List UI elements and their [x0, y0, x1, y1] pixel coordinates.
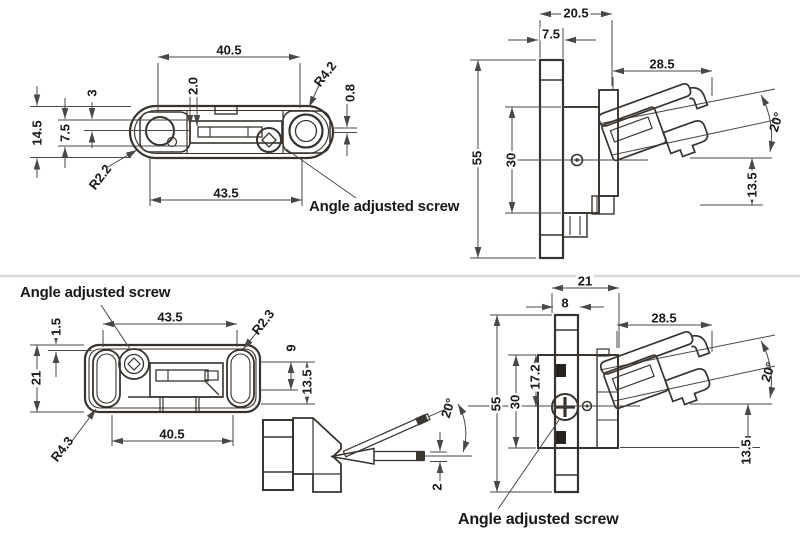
dim-body-height-upper: 30: [503, 150, 519, 170]
dim-top-length: 40.5: [214, 42, 244, 58]
dim-clip-length-upper: 28.5: [647, 56, 677, 72]
dim-bar-thickness: 2.0: [185, 74, 201, 98]
dim-edge-offset-bl: 1.5: [48, 315, 64, 339]
dim-overall-height-bl: 21: [28, 368, 44, 388]
dim-plate-thickness-lower: 8: [559, 295, 571, 311]
angle-screw-bottom-view: [118, 348, 150, 380]
dim-top-length-bl: 43.5: [155, 309, 185, 325]
dim-probe-thickness: 2: [429, 481, 445, 493]
angle-screw-callout-bottom-side: Angle adjusted screw: [458, 511, 619, 528]
dim-plate-width-upper: 20.5: [561, 5, 591, 21]
bottom-plan-view-drawing: [83, 343, 262, 414]
dim-plate-height-lower: 55: [488, 394, 504, 414]
dim-clip-offset-lower: 13.5: [738, 437, 754, 467]
dim-clip-length-lower: 28.5: [649, 310, 679, 326]
dim-gap: 3: [84, 87, 100, 99]
dim-slot-height-bl: 9: [283, 342, 299, 354]
dim-slot-height: 7.5: [57, 121, 73, 145]
probe-side-view-drawing: [262, 408, 450, 493]
sensor-clip-lower: [599, 330, 711, 410]
sensor-clip: [597, 82, 709, 162]
dim-body-height-lower: 30: [507, 392, 523, 412]
angle-screw-callout-bottom-plan: Angle adjusted screw: [20, 284, 171, 301]
dim-plate-width-lower: 21: [575, 273, 595, 289]
lower-side-view-drawing: [468, 313, 776, 494]
dim-bottom-length: 43.5: [211, 185, 241, 201]
dim-slot-depth-bl: 13.5: [299, 367, 315, 397]
dim-bottom-length-bl: 40.5: [157, 426, 187, 442]
dim-clip-offset-upper: 13.5: [744, 170, 760, 200]
upper-side-view-drawing: [516, 58, 776, 260]
dim-screw-offset-lower: 17.2: [527, 362, 543, 392]
dim-plate-thickness-upper: 7.5: [539, 26, 563, 42]
angle-screw-top-view: [256, 127, 282, 153]
dim-overall-height: 14.5: [29, 118, 45, 148]
tilted-probe: [342, 408, 448, 458]
upper-side-view-dimensions: [470, 10, 776, 259]
angle-screw-phillips: [551, 393, 579, 421]
angle-screw-callout-top: Angle adjusted screw: [309, 198, 460, 215]
bottom-plan-view-dimensions: [30, 304, 315, 446]
top-plan-view-drawing: [128, 104, 335, 160]
probe-side-view-dimensions: [428, 403, 472, 481]
dim-plate-height-upper: 55: [469, 148, 485, 168]
dim-edge-offset: 0.8: [342, 81, 358, 105]
lower-side-view-dimensions: [490, 284, 776, 510]
top-plan-view-dimensions: [30, 53, 357, 206]
